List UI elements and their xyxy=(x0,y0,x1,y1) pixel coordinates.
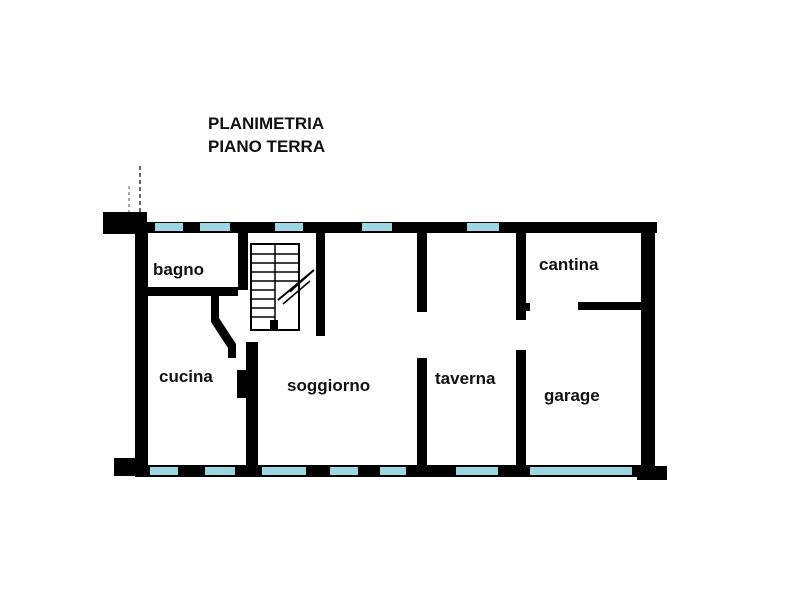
staircase xyxy=(250,243,315,331)
plan-title-line-1: PLANIMETRIA xyxy=(208,114,324,133)
room-label-bagno: bagno xyxy=(153,260,204,279)
cantina-bottom-wall xyxy=(578,302,642,310)
soggiorno-taverna-wall-top xyxy=(417,232,427,312)
cucina-diagonal-wall xyxy=(211,294,236,358)
window-top-2 xyxy=(200,223,230,231)
garage-door-jamb xyxy=(524,303,530,311)
room-label-taverna: taverna xyxy=(435,369,496,388)
window-bottom-4 xyxy=(330,467,358,475)
right-wall xyxy=(641,222,655,474)
taverna-garage-wall-bottom xyxy=(516,350,526,468)
room-label-garage: garage xyxy=(544,386,600,405)
left-wall xyxy=(135,222,148,476)
room-label-soggiorno: soggiorno xyxy=(287,376,370,395)
window-bottom-6 xyxy=(456,467,498,475)
window-top-4 xyxy=(362,223,392,231)
window-bottom-2 xyxy=(205,467,235,475)
room-label-cucina: cucina xyxy=(159,367,213,386)
room-label-cantina: cantina xyxy=(539,255,599,274)
cucina-right-wall-middle xyxy=(237,370,246,398)
window-bottom-1 xyxy=(150,467,178,475)
window-top-1 xyxy=(155,223,183,231)
plan-title-line-2: PIANO TERRA xyxy=(208,137,325,156)
window-bottom-5 xyxy=(380,467,406,475)
bagno-bottom-wall xyxy=(140,287,238,296)
taverna-garage-wall-top xyxy=(516,232,526,320)
stair-right-wall xyxy=(316,232,325,336)
window-bottom-3 xyxy=(262,467,306,475)
soggiorno-taverna-wall-bottom xyxy=(417,358,427,468)
windows xyxy=(150,223,632,475)
top-wall xyxy=(135,222,657,233)
walls xyxy=(103,212,667,480)
soggiorno-left-wall xyxy=(246,342,258,470)
bagno-right-wall xyxy=(238,232,248,290)
window-top-5 xyxy=(467,223,499,231)
window-bottom-garage xyxy=(530,467,632,475)
window-top-3 xyxy=(275,223,303,231)
